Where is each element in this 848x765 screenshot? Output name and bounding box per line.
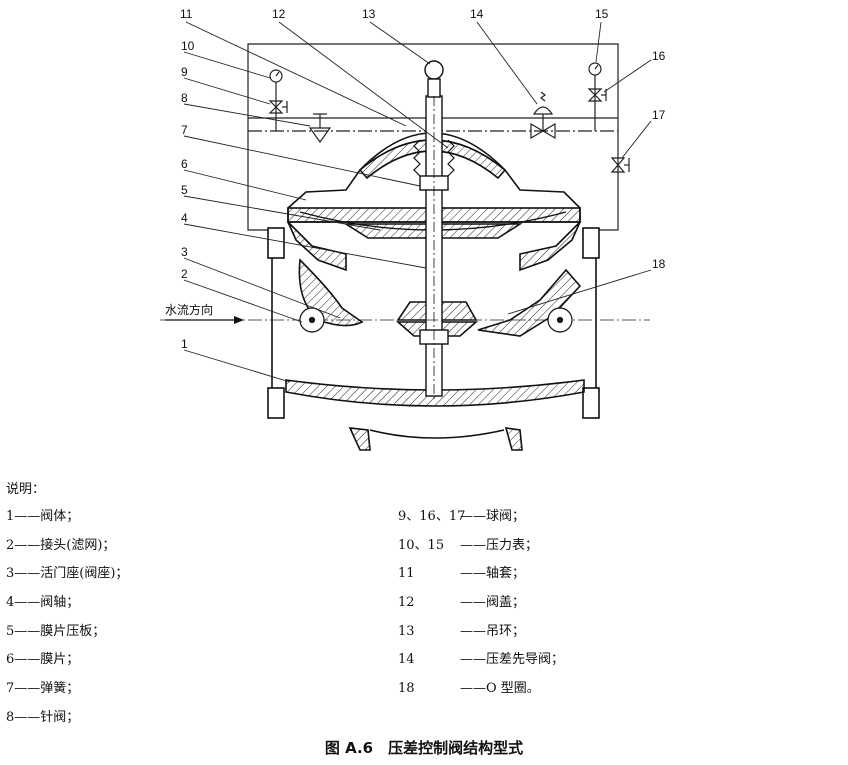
legend-item-number: 9、16、17: [398, 509, 466, 524]
valve-cross-section-drawing: 水流方向 11 12 13 14 15 16 10 9 8 17 7 6 5: [160, 7, 666, 451]
ball-valve-16-icon: [587, 88, 607, 102]
legend-item-desc: ——吊环；: [460, 623, 526, 639]
ball-valve-17-icon: [610, 157, 630, 173]
legend-item: 10、15 ——压力表；: [398, 532, 564, 561]
flow-direction-label: 水流方向: [165, 302, 213, 317]
legend-item: 2——接头(滤网)；: [6, 537, 116, 553]
legend-item: 8——针阀；: [6, 709, 80, 725]
legend-item-number: 18: [398, 681, 415, 697]
legend-item: 4——阀轴；: [6, 595, 80, 611]
pressure-gauge-10-icon: [269, 69, 283, 83]
callout-18: 18: [652, 257, 666, 271]
legend-item: 9、16、17——球阀；: [398, 503, 564, 532]
legend: 说明： 1——阀体； 2——接头(滤网)； 3——活门座(阀座)； 4——阀轴；…: [0, 478, 848, 728]
legend-item: 7——弹簧；: [6, 681, 80, 697]
callout-labels: 11 12 13 14 15 16 10 9 8 17 7 6 5 4 18 3…: [180, 7, 666, 351]
legend-right-column: 9、16、17——球阀； 10、15 ——压力表； 11 ——轴套； 12 ——阀盖；…: [398, 503, 564, 704]
legend-item-desc: ——轴套；: [460, 566, 526, 582]
callout-7: 7: [181, 123, 188, 137]
callout-1: 1: [181, 337, 188, 351]
legend-item: 14 ——压差先导阀；: [398, 646, 564, 675]
pressure-gauge-15-icon: [588, 62, 602, 76]
callout-3: 3: [181, 245, 188, 259]
legend-item-number: 14: [398, 652, 415, 668]
filter-connector-left: [299, 307, 325, 333]
callout-13: 13: [362, 7, 376, 21]
legend-item: 1——阀体；: [6, 509, 80, 524]
callout-leaders: [183, 21, 652, 383]
legend-item-desc: ——球阀；: [460, 509, 526, 524]
legend-item-desc: ——阀盖；: [460, 595, 526, 611]
legend-item-number: 13: [398, 623, 415, 639]
callout-17: 17: [652, 108, 666, 122]
legend-item-desc: ——O 型圈。: [460, 681, 540, 697]
needle-valve-8-icon: [308, 113, 332, 144]
legend-left-column: 1——阀体； 2——接头(滤网)； 3——活门座(阀座)； 4——阀轴； 5——…: [6, 503, 128, 733]
callout-8: 8: [181, 91, 188, 105]
pilot-valve-14-icon: [530, 91, 556, 140]
callout-12: 12: [272, 7, 286, 21]
flow-direction-arrow: 水流方向: [165, 302, 244, 324]
valve-stem: [419, 60, 449, 400]
callout-14: 14: [470, 7, 484, 21]
callout-16: 16: [652, 49, 666, 63]
legend-item-number: 12: [398, 595, 415, 611]
callout-4: 4: [181, 211, 188, 225]
callout-9: 9: [181, 65, 188, 79]
legend-item: 5——膜片压板；: [6, 623, 106, 639]
legend-item: 6——膜片；: [6, 652, 80, 668]
spring: [413, 139, 455, 177]
legend-item: 11 ——轴套；: [398, 560, 564, 589]
legend-item: 3——活门座(阀座)；: [6, 566, 129, 582]
legend-item-number: 11: [398, 566, 415, 582]
legend-item: 13 ——吊环；: [398, 618, 564, 647]
legend-item-desc: ——压力表；: [460, 537, 539, 553]
callout-2: 2: [181, 267, 188, 281]
legend-title: 说明：: [6, 482, 46, 497]
legend-item: 12 ——阀盖；: [398, 589, 564, 618]
legend-item-number: 10、15: [398, 537, 445, 553]
legend-item-desc: ——压差先导阀；: [460, 652, 565, 668]
legend-item: 18 ——O 型圈。: [398, 675, 564, 704]
callout-15: 15: [595, 7, 609, 21]
filter-connector-right: [547, 307, 573, 333]
callout-11: 11: [180, 7, 193, 21]
callout-10: 10: [181, 39, 195, 53]
figure-caption: 图 A.6 压差控制阀结构型式: [324, 739, 524, 757]
callout-5: 5: [181, 183, 188, 197]
ball-valve-9-icon: [268, 100, 288, 114]
callout-6: 6: [181, 157, 188, 171]
